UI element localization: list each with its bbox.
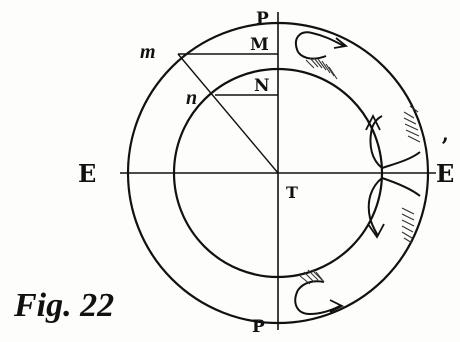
circulation-arrow-bottom [294, 280, 345, 316]
label-pole-bottom: P [252, 317, 265, 337]
label-small-m: m [140, 41, 156, 63]
figure-caption: Fig. 22 [13, 287, 114, 324]
radius-line-tm [177, 53, 279, 174]
label-center-T: T [286, 183, 298, 202]
wind-hatching-bottom [299, 269, 325, 285]
circulation-arrow-right-lower [367, 177, 421, 239]
label-small-n: n [186, 87, 197, 109]
label-M: M [250, 35, 269, 55]
wind-hatching-right-lower [401, 207, 415, 244]
circulation-arrow-right-upper [365, 113, 421, 169]
wind-hatching-right-upper [403, 105, 421, 143]
label-pole-top: P [256, 9, 269, 29]
label-N: N [254, 76, 270, 96]
label-equator-left: E [78, 159, 96, 188]
wind-hatching-top [305, 57, 338, 80]
label-equator-right-mark: ’ [441, 134, 449, 160]
label-equator-right: E [436, 159, 454, 188]
